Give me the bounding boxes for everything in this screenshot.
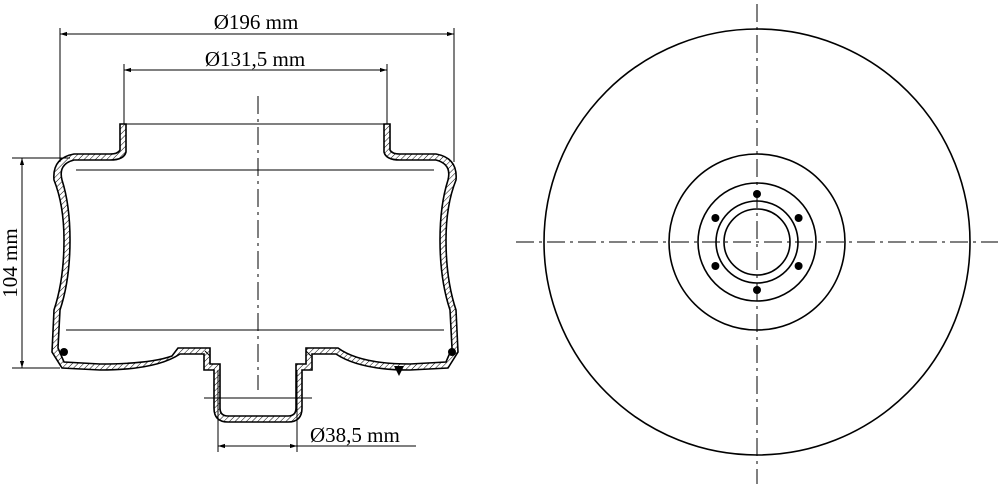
dim-104-label: 104 mm: [0, 228, 22, 297]
bolt-hole-2: [794, 214, 803, 222]
dim-196-label: Ø196 mm: [214, 10, 299, 34]
bolt-hole-3: [794, 262, 803, 270]
top-view: [516, 4, 998, 484]
left-seal-dot: [60, 348, 68, 356]
right-seal-dot: [448, 348, 456, 356]
bolt-hole-5: [711, 262, 720, 270]
bolt-hole-6: [711, 214, 720, 222]
dim-131-label: Ø131,5 mm: [205, 47, 305, 71]
dim-38-label: Ø38,5 mm: [310, 423, 400, 447]
bottom-plate-center-left: [204, 350, 211, 357]
side-view-section: Ø196 mm Ø131,5 mm 104 mm Ø38,5 mm: [0, 10, 459, 452]
bellows-wall-hatched: [51, 123, 459, 423]
bottom-plate-center-right: [305, 350, 312, 357]
weld-mark: [394, 366, 404, 376]
